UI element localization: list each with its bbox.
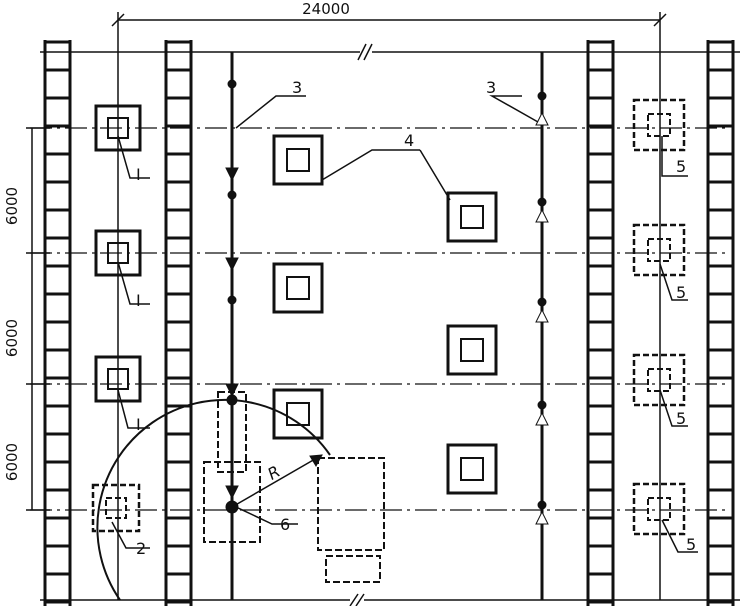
callout-right-3: 5: [676, 409, 686, 428]
crane-swing: [96, 391, 385, 601]
foundation-mid-2: [272, 262, 324, 314]
foundation-left-3: [94, 355, 142, 403]
foundations-right-dashed: [632, 98, 686, 536]
top-boundary: [40, 43, 740, 606]
foundation-mid-6: [446, 443, 498, 495]
foundations-left-column: [91, 104, 142, 533]
foundation-right-3: [632, 353, 686, 407]
foundation-mid-4: [446, 191, 498, 243]
left-ladder-tracks: [43, 40, 193, 606]
callout-rail-left: 3: [292, 78, 302, 97]
right-ladder-tracks: [586, 40, 735, 606]
crane-outline: [203, 391, 385, 583]
foundation-right-4: [632, 482, 686, 536]
foundation-mid-5: [446, 324, 498, 376]
leader-lines: [111, 95, 698, 553]
bay-spacing-1: 6000: [3, 187, 21, 225]
callout-left-2: I: [136, 291, 141, 310]
callout-foundation-left-dashed: 2: [136, 539, 146, 558]
radius-label: R: [264, 462, 283, 484]
callout-crane-stand: 6: [280, 515, 290, 534]
callout-right-2: 5: [676, 283, 686, 302]
foundation-left-4-dashed: [91, 483, 141, 533]
crane-rail-left: [225, 52, 239, 600]
foundation-right-2: [632, 223, 686, 277]
bay-spacing-2: 6000: [3, 319, 21, 357]
crane-rail-right: [535, 52, 549, 600]
foundation-right-1: [632, 98, 686, 152]
row-centerlines: [30, 127, 730, 511]
callout-right-1: 5: [676, 157, 686, 176]
callout-left-1: I: [136, 165, 141, 184]
foundation-mid-1: [272, 134, 324, 186]
callout-rail-right: 3: [486, 78, 496, 97]
overall-dimension: [111, 12, 667, 600]
foundations-middle: [272, 134, 498, 495]
bay-spacing-3: 6000: [3, 443, 21, 481]
callout-foundations-middle: 4: [404, 131, 414, 150]
callout-left-3: I: [136, 415, 141, 434]
overall-width-label: 24000: [302, 0, 350, 18]
callout-right-4: 5: [686, 535, 696, 554]
foundation-mid-3: [272, 388, 324, 440]
